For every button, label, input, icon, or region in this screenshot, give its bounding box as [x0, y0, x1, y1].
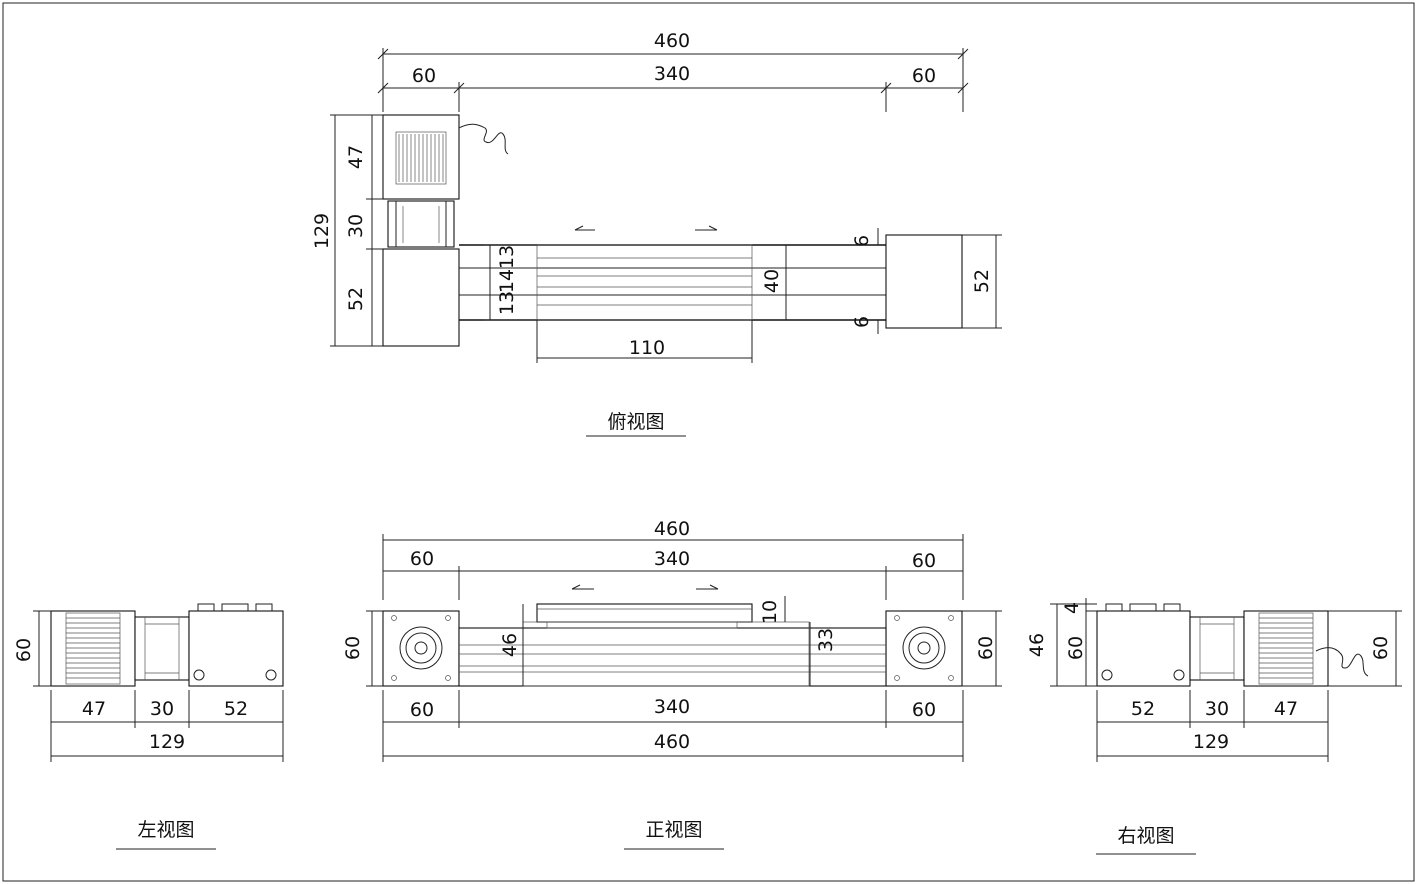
right-block: [1096, 610, 1191, 687]
drive-base-block: [382, 248, 460, 347]
dim-top-base: 52: [345, 287, 367, 311]
dim-front-right-bottom: 60: [912, 699, 936, 721]
dim-left-coupling: 30: [150, 698, 174, 720]
dim-front-stroke-top: 340: [654, 548, 690, 570]
dim-left-total: 129: [149, 731, 185, 753]
coupling: [387, 200, 455, 248]
dim-left-block: 52: [224, 698, 248, 720]
direction-arrow-right: [695, 225, 718, 231]
dim-right-total: 129: [1193, 731, 1229, 753]
direction-arrow-left: [574, 225, 595, 231]
title-right-view: 右视图: [1117, 825, 1174, 847]
dim-front-46: 46: [499, 633, 521, 657]
right-motor: [1243, 610, 1329, 687]
title-front-view: 正视图: [645, 819, 702, 841]
front-carriage: [536, 603, 753, 623]
dim-front-left-bottom: 60: [410, 699, 434, 721]
carriage-top: [536, 244, 753, 321]
front-end-block-left: [382, 610, 460, 687]
dim-left-height: 60: [13, 638, 35, 662]
dim-rail-14: 14: [496, 269, 518, 293]
right-view: 46 4 60 60 52 30 47 129 右视图: [1026, 598, 1402, 855]
dim-profile-40: 40: [761, 269, 783, 293]
motor-cable: [458, 123, 509, 155]
dim-carriage-110: 110: [629, 337, 665, 359]
dim-rail-13b: 13: [496, 291, 518, 315]
title-top-view: 俯视图: [607, 411, 664, 433]
dim-front-overall-bottom: 460: [654, 731, 690, 753]
dim-top-left-end: 60: [412, 65, 436, 87]
front-profile: [458, 627, 887, 687]
left-coupling: [134, 616, 190, 681]
dim-right-4: 4: [1061, 602, 1083, 614]
dim-rail-13a: 13: [496, 245, 518, 269]
front-arrow-right: [696, 584, 719, 590]
front-view: 460 60 340 60 60 46: [342, 518, 1002, 850]
left-motor: [50, 610, 136, 687]
dim-front-stroke-bottom: 340: [654, 696, 690, 718]
front-arrow-left: [571, 584, 594, 590]
dim-offset-6-top: 6: [851, 235, 873, 247]
dim-right-block: 52: [1131, 698, 1155, 720]
right-motor-cable: [1315, 647, 1369, 677]
dim-offset-6-bottom: 6: [851, 316, 873, 328]
front-end-block-right: [885, 610, 963, 687]
dim-right-motor: 47: [1274, 698, 1298, 720]
dim-front-overall-top: 460: [654, 518, 690, 540]
dim-top-total-width: 129: [311, 213, 333, 249]
motor-body: [382, 114, 460, 200]
dim-top-stroke: 340: [654, 63, 690, 85]
dim-top-motor: 47: [345, 145, 367, 169]
dim-front-33: 33: [815, 628, 837, 652]
dim-left-motor: 47: [82, 698, 106, 720]
dim-front-10: 10: [759, 600, 781, 624]
dim-top-coupling: 30: [345, 214, 367, 238]
dim-right-60-outer: 60: [1370, 636, 1392, 660]
dim-end-block-52: 52: [971, 269, 993, 293]
dim-top-overall: 460: [654, 30, 690, 52]
dim-right-46: 46: [1026, 633, 1048, 657]
dim-front-right-top: 60: [912, 550, 936, 572]
dim-front-height-right: 60: [975, 636, 997, 660]
dim-front-left-top: 60: [410, 548, 434, 570]
right-coupling: [1189, 616, 1245, 681]
top-view: 460 60 340 60: [311, 30, 1002, 437]
title-left-view: 左视图: [137, 819, 194, 841]
left-block: [188, 610, 284, 687]
dim-right-coupling: 30: [1205, 698, 1229, 720]
dim-right-60-inner: 60: [1065, 636, 1087, 660]
dim-front-height-left: 60: [342, 636, 364, 660]
left-view: 60 47 30 52 129 左视图: [13, 603, 284, 850]
dim-top-right-end: 60: [912, 65, 936, 87]
end-block-right: [885, 234, 963, 329]
